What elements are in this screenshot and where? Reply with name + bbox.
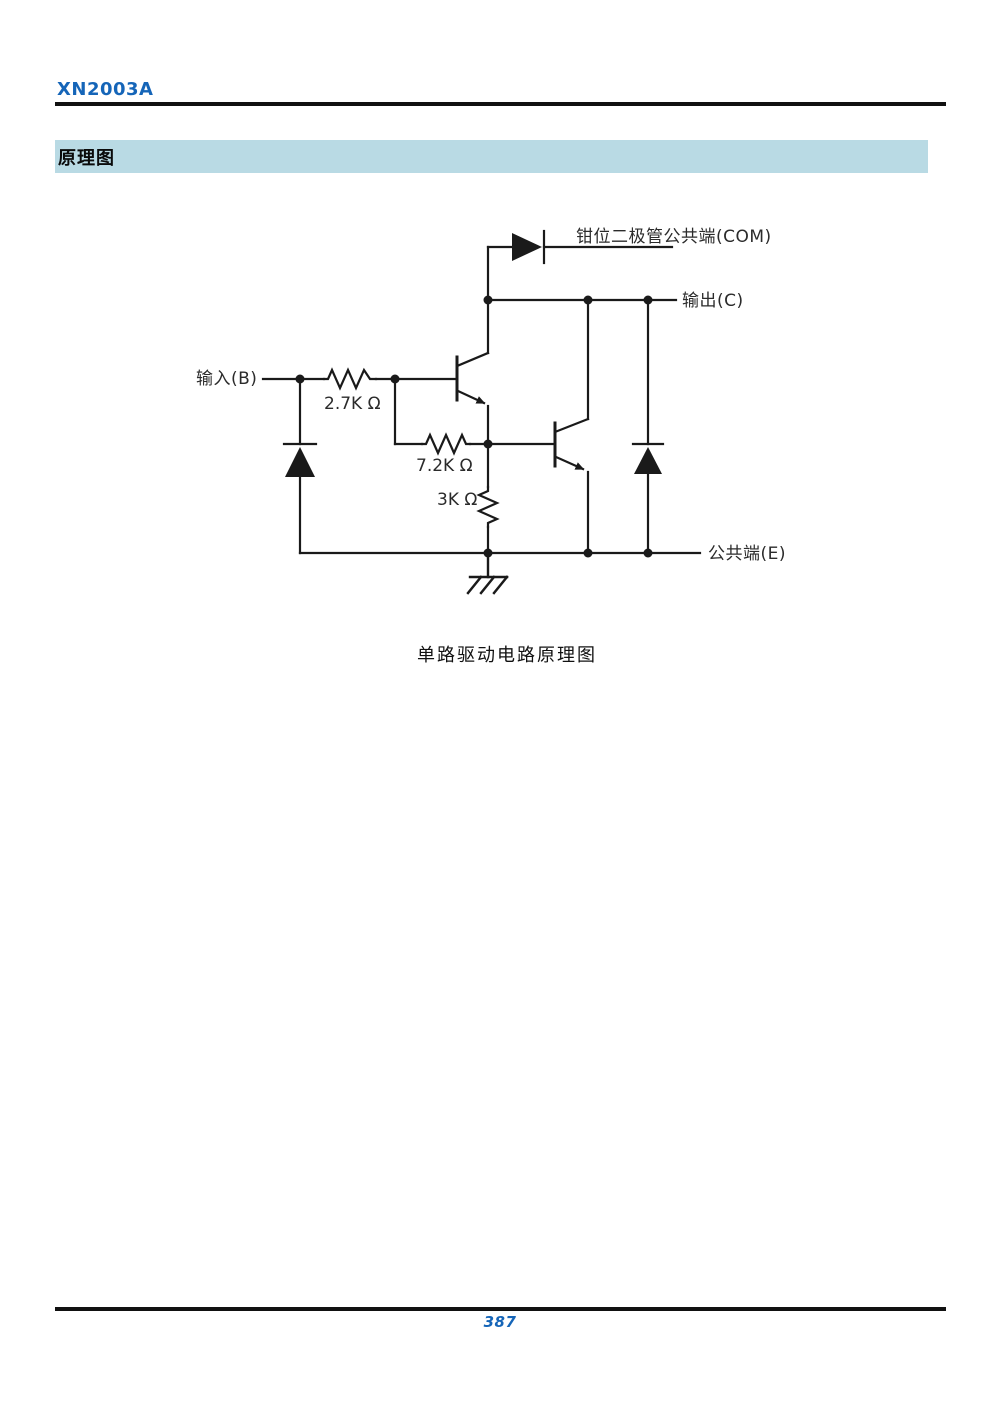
schematic-figure: 钳位二极管公共端(COM) 输出(C) 输入(B) 公共端(E) 2.7K Ω … — [0, 0, 1000, 700]
label-resistor-3k: 3K Ω — [437, 490, 478, 510]
label-output-c: 输出(C) — [682, 291, 744, 311]
figure-caption: 单路驱动电路原理图 — [417, 645, 597, 666]
footer-rule — [55, 1307, 946, 1311]
label-resistor-2_7k: 2.7K Ω — [324, 394, 381, 414]
part-number: XN2003A — [57, 79, 154, 100]
resistor-2_7k — [322, 367, 378, 391]
page-number: 387 — [483, 1313, 517, 1331]
resistor-7_2k — [420, 432, 472, 456]
transistor-q1 — [455, 298, 490, 446]
output-freewheel-diode — [631, 298, 665, 555]
transistor-q2 — [553, 298, 590, 555]
section-title: 原理图 — [58, 147, 115, 169]
circuit-diagram-svg — [261, 229, 702, 595]
input-wire — [261, 367, 458, 391]
label-resistor-7_2k: 7.2K Ω — [416, 456, 473, 476]
resistor-3k — [476, 485, 500, 529]
label-clamp-common-com: 钳位二极管公共端(COM) — [576, 227, 772, 247]
resistor-3k-branch — [476, 442, 500, 555]
junction-dots — [295, 295, 653, 558]
section-banner: 原理图 — [55, 140, 928, 173]
input-clamp-diode — [282, 377, 318, 555]
label-input-b: 输入(B) — [196, 369, 258, 389]
label-common-e: 公共端(E) — [708, 544, 787, 564]
ground-icon — [466, 551, 509, 595]
header-rule — [55, 102, 946, 106]
clamp-diode-com — [486, 229, 674, 302]
resistor-7_2k-branch — [393, 377, 490, 456]
